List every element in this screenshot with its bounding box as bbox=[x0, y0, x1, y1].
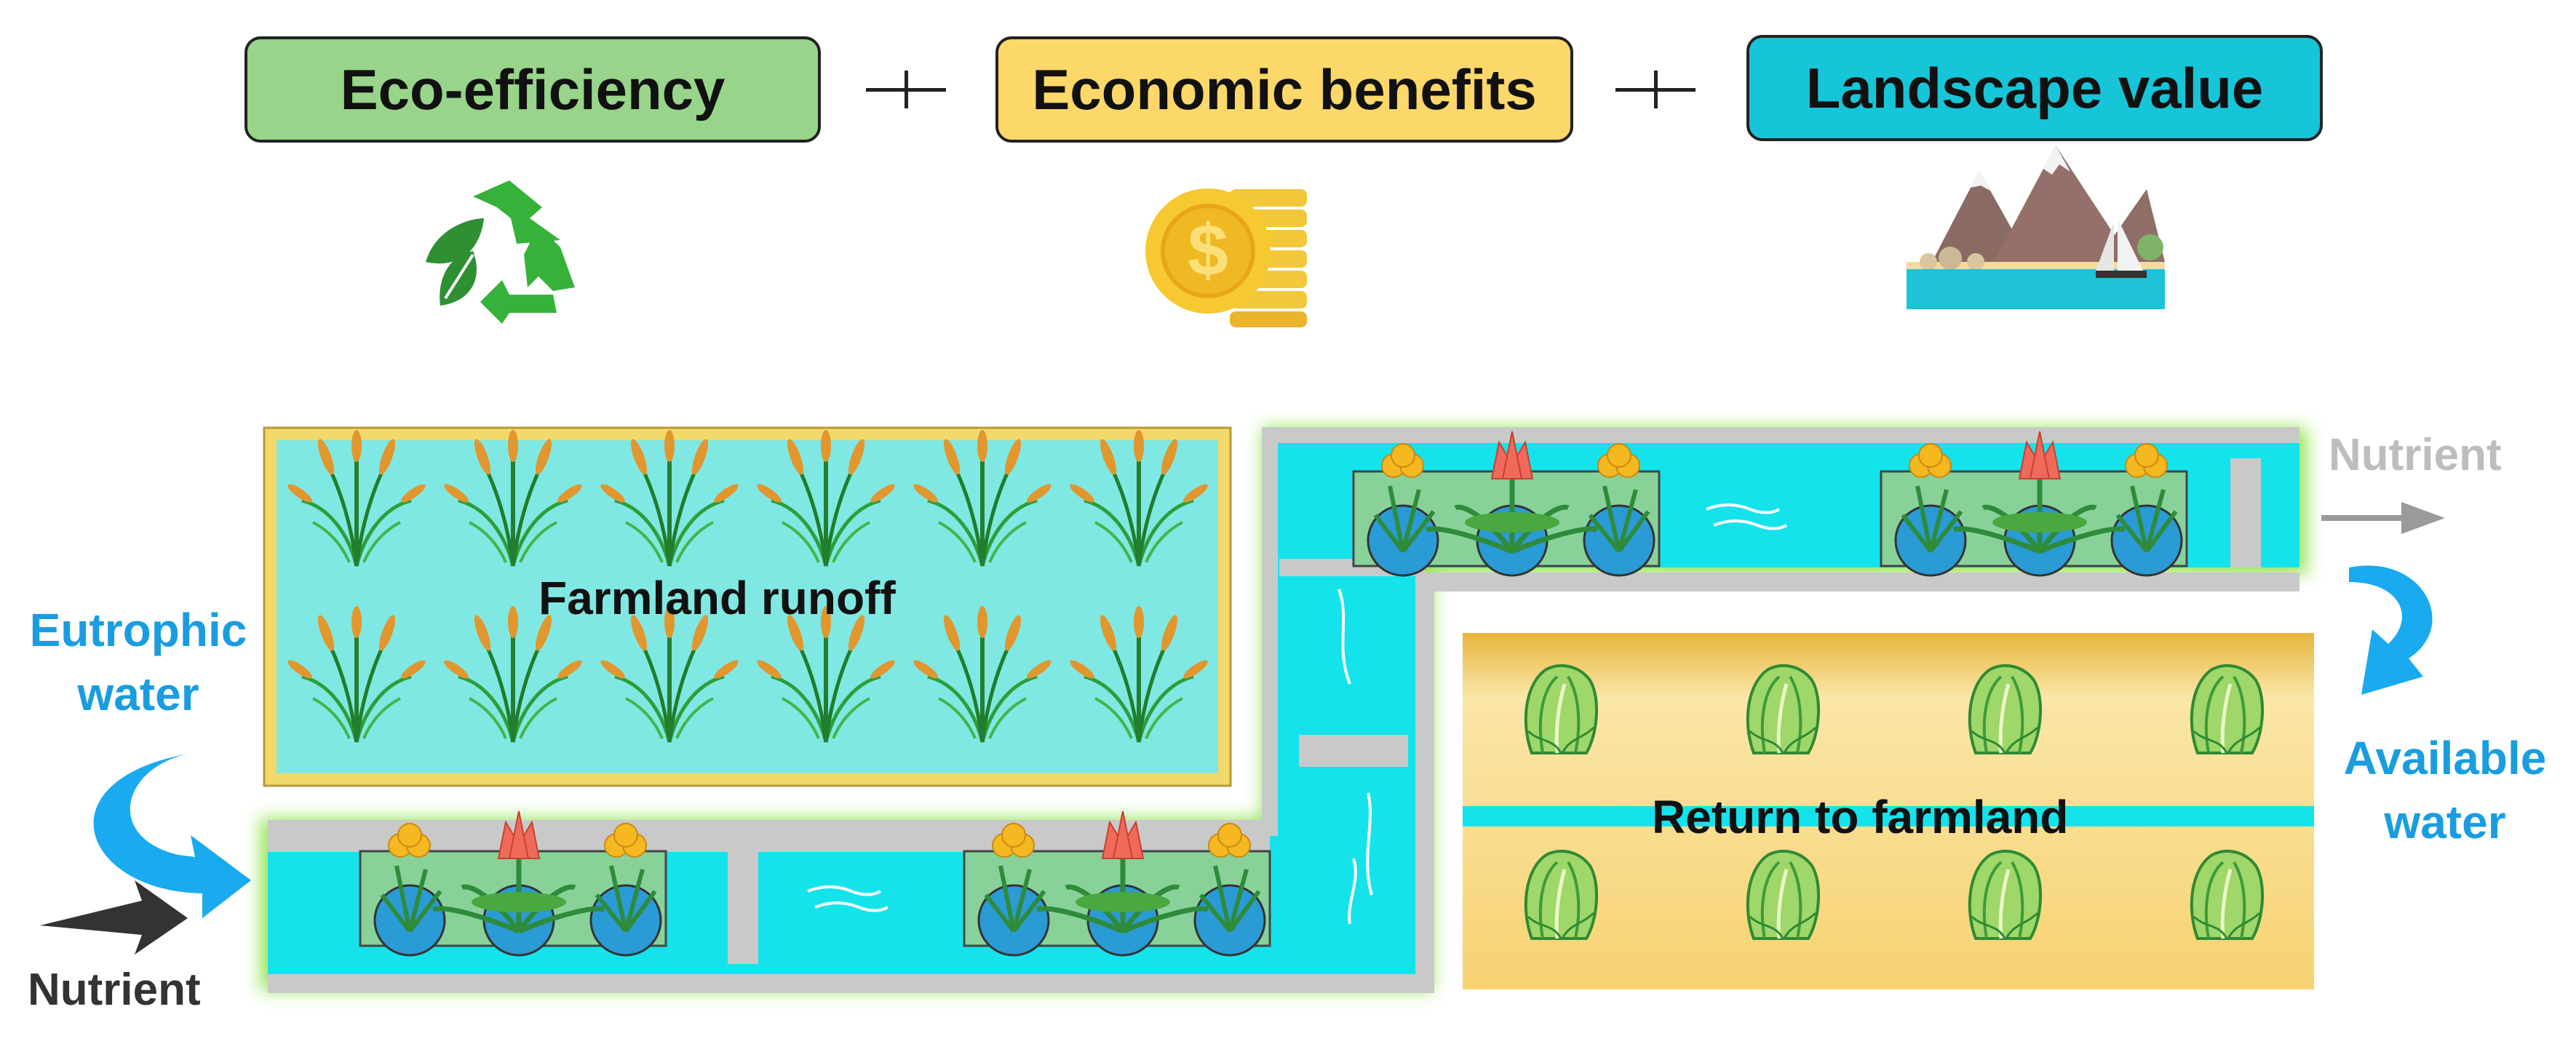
eco-efficiency-box: Eco-efficiency bbox=[245, 36, 821, 143]
available-water-label: Available water bbox=[2314, 726, 2576, 854]
return-to-farmland-label: Return to farmland bbox=[1652, 791, 2069, 843]
nutrient-out-arrow bbox=[2321, 502, 2445, 534]
eutrophic-water-line-1: Eutrophic bbox=[29, 604, 247, 656]
available-water-line-1: Available bbox=[2343, 732, 2547, 784]
eco-efficiency-label: Eco-efficiency bbox=[340, 57, 726, 121]
eutrophic-inflow-arrow bbox=[93, 753, 251, 918]
plus-icon bbox=[1615, 71, 1696, 108]
plus-icon bbox=[866, 71, 946, 108]
available-water-line-2: water bbox=[2384, 796, 2506, 848]
landscape-value-label: Landscape value bbox=[1805, 55, 2264, 120]
eutrophic-water-label: Eutrophic water bbox=[0, 598, 277, 726]
eutrophic-water-line-2: water bbox=[77, 668, 199, 720]
economic-benefits-box: Economic benefits bbox=[995, 36, 1573, 143]
farmland-runoff-label: Farmland runoff bbox=[538, 572, 896, 624]
nutrient-out-label: Nutrient bbox=[2329, 430, 2502, 480]
economic-benefits-label: Economic benefits bbox=[1032, 57, 1537, 121]
landscape-value-box: Landscape value bbox=[1746, 35, 2323, 141]
water-ripples bbox=[806, 503, 1788, 925]
available-water-arrow bbox=[2349, 565, 2433, 695]
nutrient-in-arrow bbox=[40, 880, 188, 955]
nutrient-in-label: Nutrient bbox=[28, 965, 201, 1015]
